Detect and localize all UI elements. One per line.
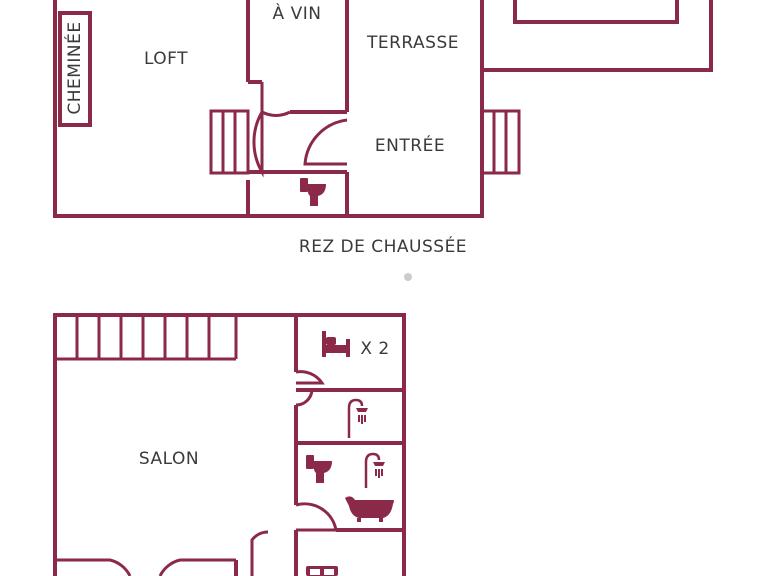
bath-door-swing [295, 502, 338, 532]
bed-icon [322, 331, 350, 357]
loft-label: LOFT [144, 49, 188, 69]
toilet-icon [300, 178, 326, 206]
right-stairs [480, 109, 521, 175]
salon-label: SALON [139, 449, 199, 469]
cave-label: À VIN [273, 2, 322, 24]
upper-floor: X 2 [53, 313, 406, 576]
entree-label: ENTRÉE [375, 134, 445, 156]
ground-floor: CHEMINÉE LOFT À VIN TERRASSE ENTRÉE [53, 0, 713, 218]
bed-icon [306, 566, 338, 576]
toilet-icon [306, 455, 332, 483]
shower-icon [347, 398, 368, 438]
shower-door-swing [295, 389, 314, 407]
bedroom-door-swing [295, 370, 325, 385]
entree-door-swing [303, 118, 348, 166]
cheminee-box [58, 11, 92, 127]
upper-stairs [55, 315, 238, 361]
shower-icon [364, 452, 385, 488]
loft-door-swing [252, 111, 264, 178]
terrasse-label: TERRASSE [366, 33, 459, 53]
upper-floor-outer-wall [53, 313, 406, 576]
terrace-outline [482, 0, 713, 72]
salon-door-right [158, 558, 236, 576]
floor-title-rdc: REZ DE CHAUSSÉE [299, 235, 467, 257]
bed-count-label: X 2 [360, 339, 389, 359]
terrace-inner-box [513, 0, 679, 24]
cave-door-swing [260, 82, 291, 117]
bathtub-icon [345, 496, 394, 522]
cheminee-label: CHEMINÉE [63, 21, 85, 114]
carousel-dot[interactable] [404, 273, 412, 281]
left-stairs [209, 109, 250, 175]
ground-floor-outer-wall [53, 0, 484, 218]
salon-door-swing [250, 530, 269, 576]
salon-door-left [55, 558, 132, 576]
